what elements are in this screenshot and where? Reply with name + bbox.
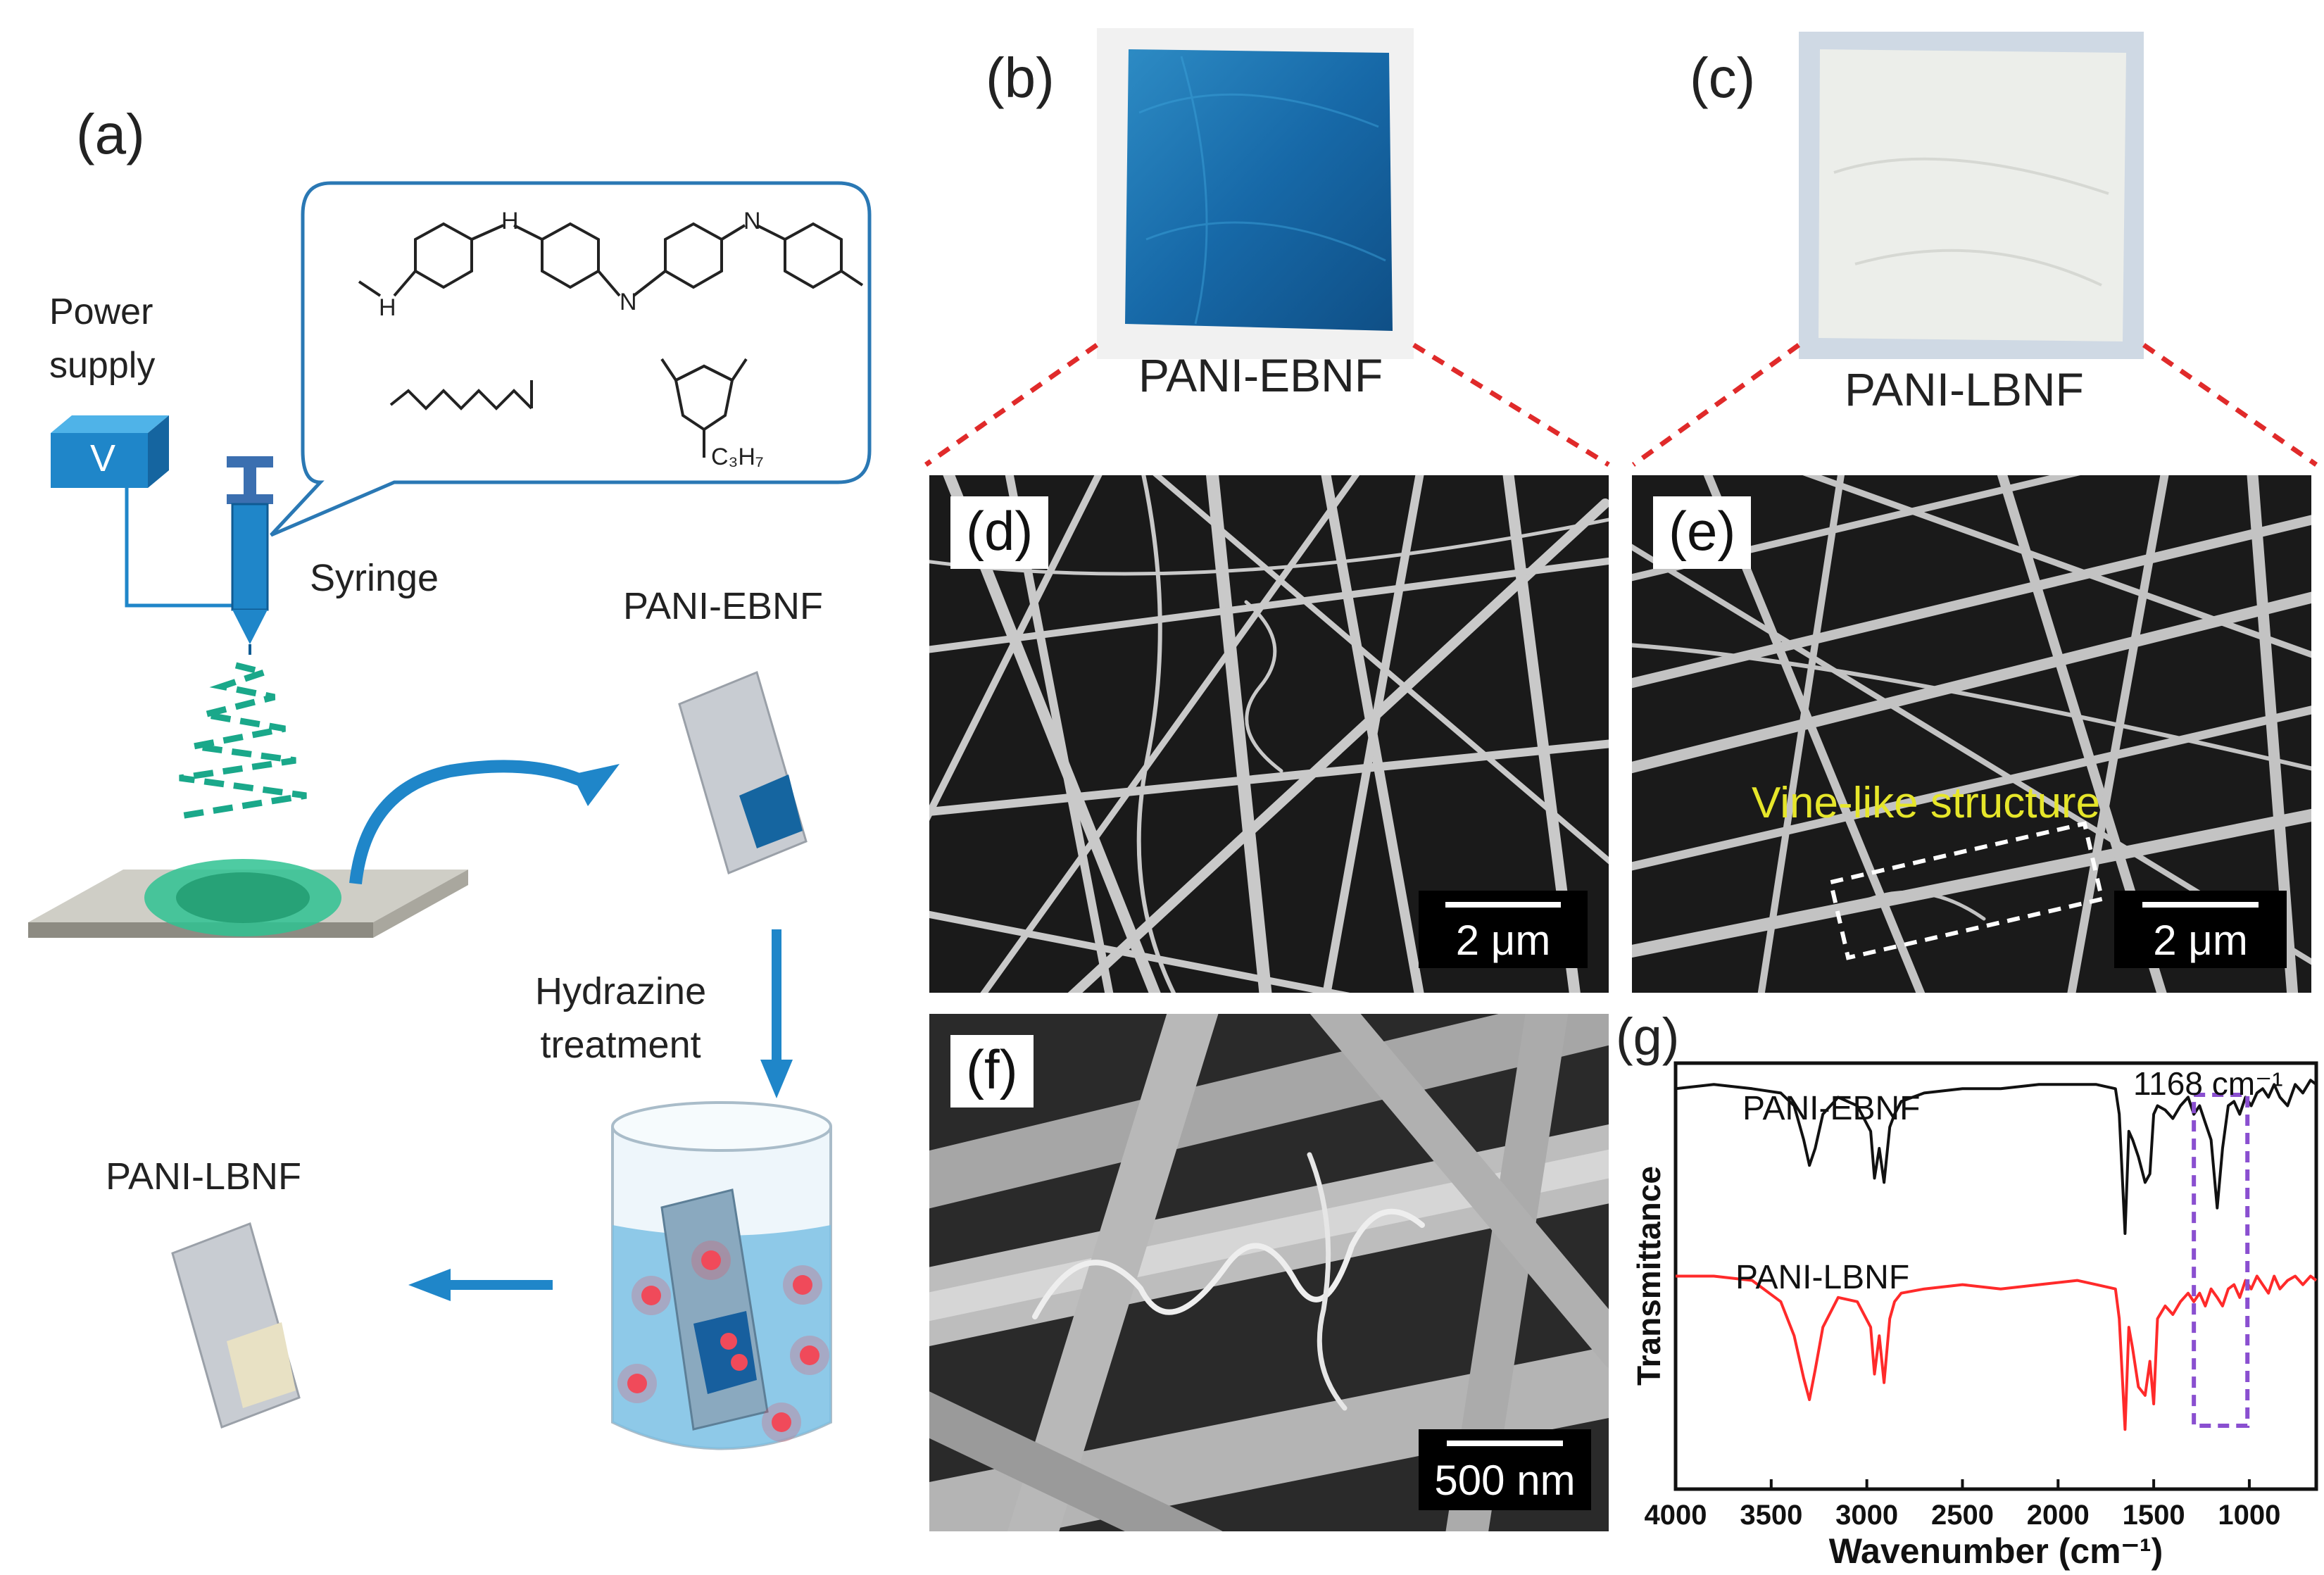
electrospinning-jet bbox=[175, 662, 307, 820]
x-axis-label: Wavenumber (cm⁻¹) bbox=[1829, 1531, 2163, 1571]
ebnf-membrane bbox=[1125, 49, 1393, 331]
pani-ebnf-schematic-label: PANI-EBNF bbox=[623, 585, 824, 627]
polyaniline-structure bbox=[358, 222, 864, 458]
panel-label-b: (b) bbox=[986, 46, 1055, 109]
scale-label-e: 2 μm bbox=[2153, 917, 2248, 964]
panel-label-a: (a) bbox=[76, 103, 145, 165]
collector-plate bbox=[28, 859, 468, 938]
chem-label-c3h7: C₃H₇ bbox=[711, 444, 764, 470]
hydrazine-beaker bbox=[611, 1101, 832, 1450]
chem-label-nh-left: H bbox=[379, 294, 396, 321]
chem-atom-labels: H N N H C₃H₇ bbox=[379, 208, 764, 470]
y-axis-label: Transmittance bbox=[1631, 1166, 1667, 1386]
photo-pani-ebnf bbox=[1097, 28, 1414, 359]
vine-like-annotation: Vine-like structure bbox=[1752, 779, 2101, 827]
scale-label-d: 2 μm bbox=[1455, 917, 1551, 964]
scale-bar-box-d: 2 μm bbox=[1419, 891, 1588, 968]
schematic-drawing: H N N H C₃H₇ bbox=[28, 181, 872, 1450]
x-tick-label: 1500 bbox=[2123, 1500, 2185, 1531]
chem-label-n-top: N bbox=[743, 208, 761, 234]
x-tick-label: 3500 bbox=[1740, 1500, 1802, 1531]
series-label-pani-lbnf: PANI-LBNF bbox=[1735, 1259, 1909, 1296]
sem-image-e: (e) Vine-like structure 2 μm bbox=[1632, 475, 2311, 993]
highlight-box-1168 bbox=[2192, 1093, 2250, 1428]
power-supply-box bbox=[51, 415, 169, 488]
caption-pani-lbnf: PANI-LBNF bbox=[1845, 363, 2084, 415]
sem-image-d: (d) 2 μm bbox=[929, 475, 1609, 993]
x-tick-label: 4000 bbox=[1645, 1500, 1707, 1531]
panel-label-g: (g) bbox=[1616, 1008, 1680, 1066]
panel-label-d: (d) bbox=[950, 496, 1049, 569]
panel-label-c: (c) bbox=[1690, 46, 1756, 109]
pani-ebnf-substrate bbox=[678, 670, 808, 875]
x-tick-label: 2000 bbox=[2027, 1500, 2090, 1531]
x-tick-label: 1000 bbox=[2218, 1500, 2280, 1531]
pani-lbnf-substrate bbox=[171, 1222, 301, 1429]
annotation-1168: 1168 cm⁻¹ bbox=[2133, 1065, 2283, 1102]
pani-lbnf-schematic-label: PANI-LBNF bbox=[106, 1155, 302, 1198]
panel-label-f: (f) bbox=[950, 1035, 1034, 1107]
chem-label-nh-top: H bbox=[501, 208, 519, 234]
series-line-pani-ebnf bbox=[1675, 1079, 2318, 1235]
sem-image-f: (f) 500 nm bbox=[929, 1014, 1609, 1531]
lbnf-membrane bbox=[1819, 49, 2126, 341]
transfer-arrow bbox=[349, 760, 595, 884]
scale-bar-box-f: 500 nm bbox=[1419, 1429, 1591, 1510]
panel-label-e: (e) bbox=[1653, 496, 1752, 569]
series-line-pani-lbnf bbox=[1676, 1274, 2318, 1431]
chem-label-n-mid: N bbox=[620, 289, 637, 315]
power-wire bbox=[125, 488, 243, 608]
x-tick-label: 3000 bbox=[1835, 1500, 1898, 1531]
syringe-icon bbox=[227, 456, 273, 655]
scale-bar-e bbox=[2142, 902, 2259, 908]
scale-bar-d bbox=[1445, 902, 1561, 908]
ftir-chart: 4000 3500 3000 2500 2000 1500 1000 1168 cm⁻¹ P… bbox=[1631, 1061, 2318, 1571]
syringe-label: Syringe bbox=[310, 557, 439, 599]
power-supply-label: Power supply bbox=[49, 291, 156, 386]
scale-bar-box-e: 2 μm bbox=[2114, 891, 2287, 968]
scale-bar-f bbox=[1447, 1441, 1563, 1446]
photo-pani-lbnf bbox=[1799, 32, 2144, 359]
caption-pani-ebnf: PANI-EBNF bbox=[1138, 349, 1383, 401]
x-tick-label: 2500 bbox=[1931, 1500, 1994, 1531]
fiber-network-d bbox=[929, 475, 1609, 993]
voltage-symbol: V bbox=[90, 437, 116, 479]
hydrazine-treatment-label: Hydrazine treatment bbox=[535, 970, 707, 1066]
zoom-guide-lines bbox=[924, 343, 2318, 467]
fiber-network-e bbox=[1632, 475, 2311, 993]
scale-label-f: 500 nm bbox=[1434, 1457, 1576, 1504]
series-label-pani-ebnf: PANI-EBNF bbox=[1742, 1090, 1920, 1127]
